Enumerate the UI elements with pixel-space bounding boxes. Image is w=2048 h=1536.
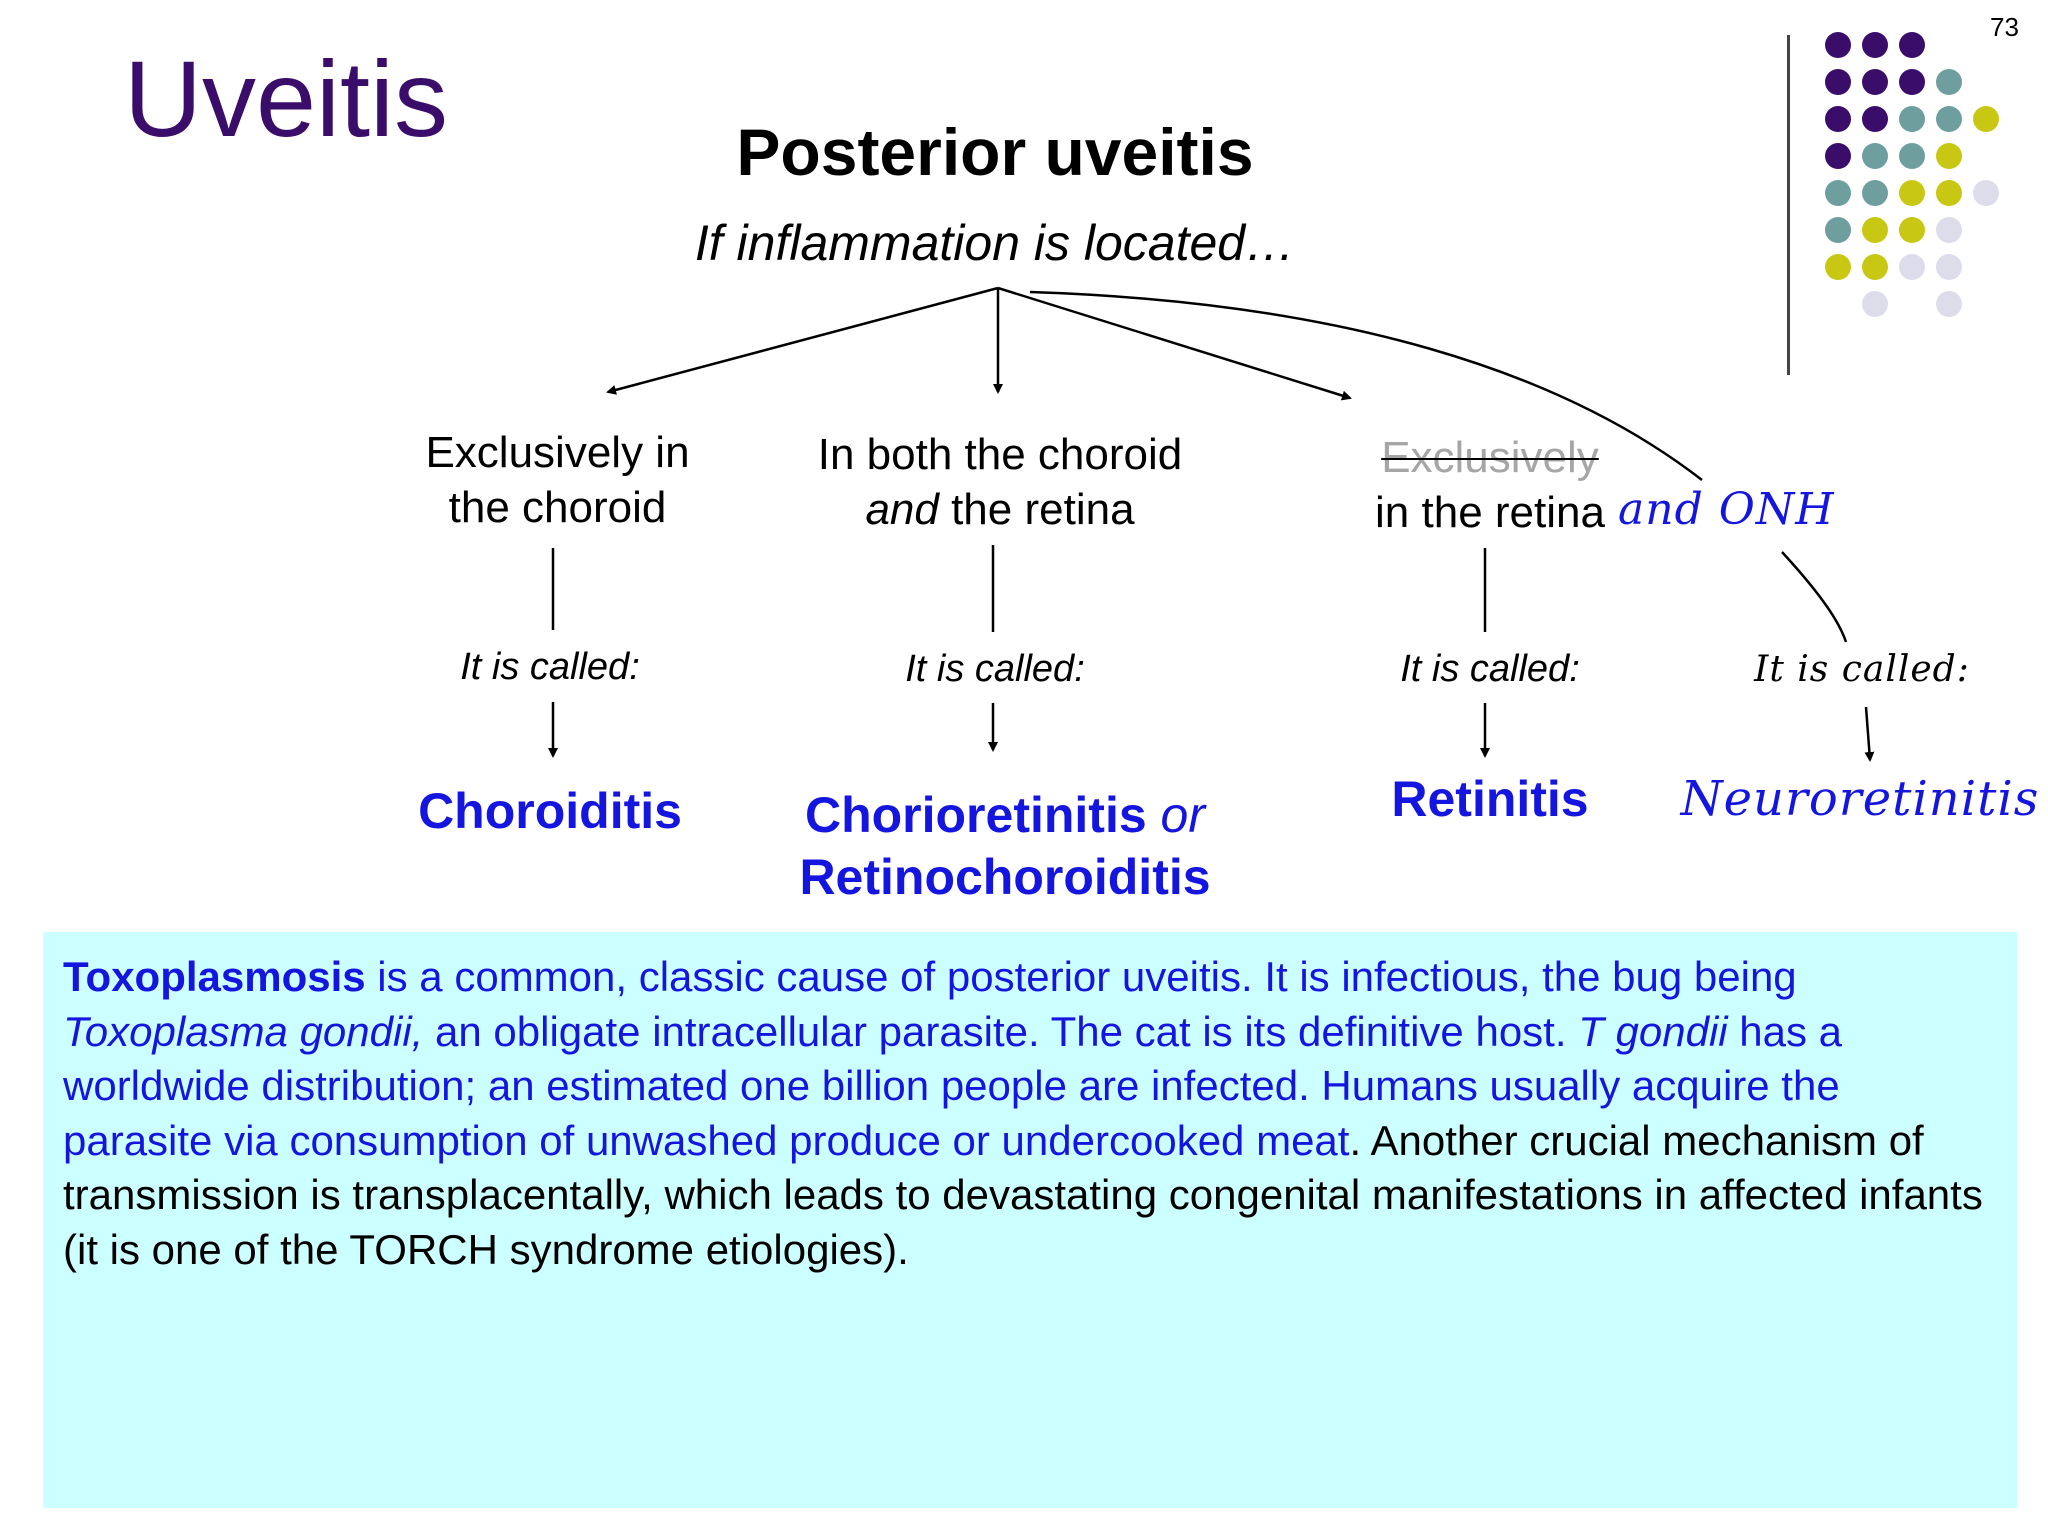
decorative-dot (1862, 32, 1888, 58)
branch-both-line2-rest: the retina (938, 485, 1135, 534)
decorative-dot (1936, 217, 1962, 243)
arrow-to-retina (997, 286, 1352, 401)
textbox-organism: Toxoplasma gondii, (63, 1007, 424, 1055)
decorative-dot (1862, 106, 1888, 132)
decorative-dot (1825, 106, 1851, 132)
branch-choroid-label: Exclusively in the choroid (380, 425, 735, 535)
page-number: 73 (1990, 12, 2019, 42)
decorative-dot (1862, 69, 1888, 95)
branch-retina-struck-word: Exclusively (1381, 433, 1599, 482)
decorative-dot (1936, 254, 1962, 280)
decorative-dot (1936, 291, 1962, 317)
term-or: or (1146, 787, 1206, 843)
textbox-sentence-4: . Another crucial mechanism of transmiss… (63, 1116, 1983, 1273)
branch-both-line2: and the retina (780, 482, 1220, 537)
decorative-dot (1899, 254, 1925, 280)
term-chorioretinitis-main: Chorioretinitis (804, 787, 1147, 843)
branch-both-emphasis: and (865, 485, 939, 534)
handwritten-onh-annotation: and ONH (1618, 484, 1835, 535)
decorative-dot (1936, 69, 1962, 95)
textbox-sentence-2: an obligate intracellular parasite. The … (423, 1007, 1579, 1055)
term-choroiditis: Choroiditis (418, 783, 682, 839)
diagram-heading: Posterior uveitis (736, 115, 1254, 189)
decorative-dot (1899, 106, 1925, 132)
slide-title: Uveitis (124, 38, 449, 159)
textbox-abbrev: T gondii (1578, 1007, 1728, 1055)
term-chorioretinitis: Chorioretinitis or Retinochoroiditis (760, 784, 1250, 908)
decorative-dot (1899, 69, 1925, 95)
decorative-dot (1899, 143, 1925, 169)
decorative-divider (1787, 35, 1790, 375)
branch-both-label: In both the choroid and the retina (780, 427, 1220, 537)
diagram-subheading: If inflammation is located… (694, 215, 1296, 271)
handwritten-called-label-onh: It is called: (1754, 649, 1970, 690)
decorative-dot (1936, 106, 1962, 132)
decorative-dot (1862, 217, 1888, 243)
decorative-dot (1825, 32, 1851, 58)
decorative-dot (1825, 180, 1851, 206)
textbox-sentence-3: has a worldwide distribution; an estimat… (63, 1007, 1843, 1164)
term-retinitis: Retinitis (1391, 771, 1589, 827)
arrow-to-choroid (606, 286, 999, 395)
branch-choroid-line2: the choroid (448, 483, 667, 532)
decorative-dot (1936, 180, 1962, 206)
decorative-dot (1862, 254, 1888, 280)
stem-onh (1781, 551, 1848, 643)
term-retinochoroiditis: Retinochoroiditis (799, 849, 1211, 905)
textbox-paragraph: Toxoplasmosis is a common, classic cause… (63, 950, 1998, 1277)
branch-choroid-line1: Exclusively in (425, 428, 690, 477)
decorative-dot (1862, 180, 1888, 206)
decorative-dot (1825, 143, 1851, 169)
branch-retina-label: Exclusively in the retina (1310, 430, 1670, 540)
called-label-both: It is called: (905, 648, 1085, 690)
decorative-dot (1825, 69, 1851, 95)
curve-to-onh (1029, 290, 1703, 481)
called-label-choroid: It is called: (460, 646, 640, 688)
decorative-dot (1825, 254, 1851, 280)
decorative-dot (1899, 180, 1925, 206)
decorative-dot (1973, 180, 1999, 206)
decorative-dot (1973, 106, 1999, 132)
arrow-neuroretinitis (1864, 706, 1875, 762)
decorative-dot (1899, 217, 1925, 243)
branch-both-line1: In both the choroid (817, 430, 1183, 479)
handwritten-term-neuroretinitis: Neuroretinitis (1680, 771, 2040, 827)
branch-retina-line2: in the retina (1375, 488, 1605, 537)
decorative-dot (1899, 32, 1925, 58)
textbox-lead: Toxoplasmosis (63, 953, 366, 1000)
called-label-retina: It is called: (1400, 648, 1580, 690)
decorative-dot (1862, 291, 1888, 317)
textbox-sentence-1: is a common, classic cause of posterior … (365, 953, 1797, 1000)
toxoplasmosis-textbox: Toxoplasmosis is a common, classic cause… (43, 932, 2017, 1508)
decorative-dot (1862, 143, 1888, 169)
decorative-dot (1825, 217, 1851, 243)
decorative-dot (1936, 143, 1962, 169)
